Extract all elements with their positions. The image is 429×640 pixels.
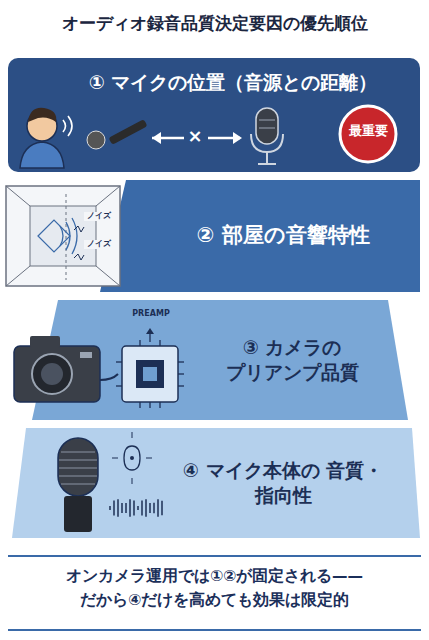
label-wrap: ×	[186, 126, 204, 146]
label-wrap: PREAMP	[128, 310, 174, 319]
priority-band: ① マイクの位置（音源との距離） 最重要	[8, 58, 420, 172]
separator-mark: ×	[186, 126, 204, 146]
noise-label: ノイズ	[84, 212, 114, 221]
microphone-illustration	[8, 428, 420, 538]
caption-wrap: オンカメラ運用では①②が固定される—— だから④だけを高めても効果は限定的	[40, 564, 389, 612]
label-wrap: ノイズ	[84, 212, 114, 221]
badge-text: 最重要	[338, 123, 398, 140]
priority-band: ④ マイク本体の 音質・指向性	[8, 428, 420, 538]
band-text: ④ マイク本体の 音質・指向性	[176, 458, 390, 507]
priority-band: ③ カメラの プリアンプ品質	[8, 300, 420, 420]
badge-circle: 最重要	[338, 104, 398, 164]
label-wrap: ノイズ	[84, 240, 114, 249]
band-text: ③ カメラの プリアンプ品質	[194, 335, 390, 384]
caption: オンカメラ運用では①②が固定される—— だから④だけを高めても効果は限定的	[40, 564, 389, 612]
priority-band: ② 部屋の音響特性	[8, 180, 420, 292]
title-wrap: オーディオ録音品質決定要因の優先順位	[4, 12, 425, 34]
band-text: ① マイクの位置（音源との距離）	[58, 70, 408, 95]
preamp-label: PREAMP	[128, 310, 174, 319]
noise-label: ノイズ	[84, 240, 114, 249]
band-text: ② 部屋の音響特性	[158, 222, 408, 249]
title: オーディオ録音品質決定要因の優先順位	[4, 12, 425, 34]
camera-preamp-illustration	[8, 300, 420, 420]
